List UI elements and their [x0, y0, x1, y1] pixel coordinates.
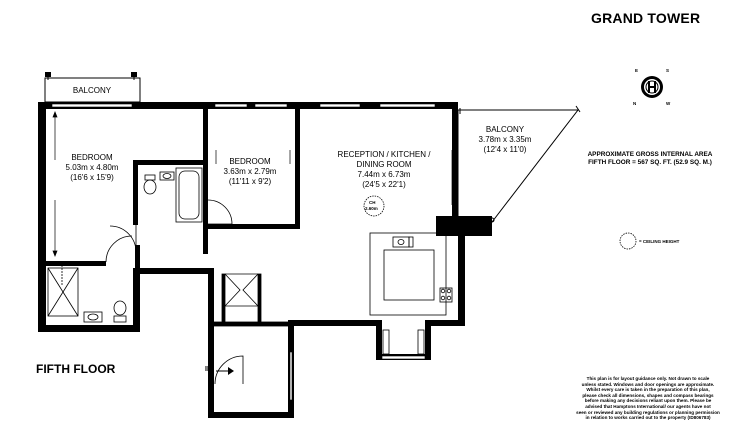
interior-walls — [46, 109, 300, 269]
compass-n-label: N — [633, 101, 637, 106]
building-title: GRAND TOWER — [591, 10, 701, 26]
balcony-east-name: BALCONY 3.78m x 3.35m (12'4 x 11'0) — [478, 125, 532, 154]
doors — [105, 199, 425, 385]
ceiling-marker-code: CH — [369, 200, 376, 205]
compass-icon — [641, 76, 663, 98]
legend-ceiling-icon — [619, 232, 637, 250]
bathroom-fixtures — [47, 167, 203, 323]
bedroom-1-name: BEDROOM 5.03m x 4.80m (16'6 x 15'9) — [65, 153, 119, 182]
kitchen-units — [369, 232, 453, 316]
dimension-arrows — [52, 111, 453, 257]
ceiling-height-marker — [363, 195, 385, 217]
entrance-arrow-icon — [216, 367, 234, 375]
compass-s-label: S — [666, 68, 670, 73]
disclaimer-text: This plan is for layout guidance only. N… — [576, 376, 720, 421]
floor-label: FIFTH FLOOR — [36, 362, 116, 376]
reception-name: RECEPTION / KITCHEN / DINING ROOM 7.44m … — [337, 150, 431, 189]
balcony-east-outline — [457, 105, 581, 223]
compass-w-label: W — [666, 101, 671, 106]
bedroom-2-name: BEDROOM 3.63m x 2.79m (11'11 x 9'2) — [223, 157, 277, 186]
compass-e-label: E — [635, 68, 639, 73]
legend-ceiling-label: = CEILING HEIGHT — [639, 239, 680, 244]
gross-area-text: APPROXIMATE GROSS INTERNAL AREA FIFTH FL… — [587, 151, 713, 166]
balcony-west-label: BALCONY — [72, 86, 112, 95]
entrance-label: IN — [205, 366, 212, 373]
windows — [51, 103, 436, 401]
ceiling-marker-value: 2.60m — [365, 206, 378, 211]
